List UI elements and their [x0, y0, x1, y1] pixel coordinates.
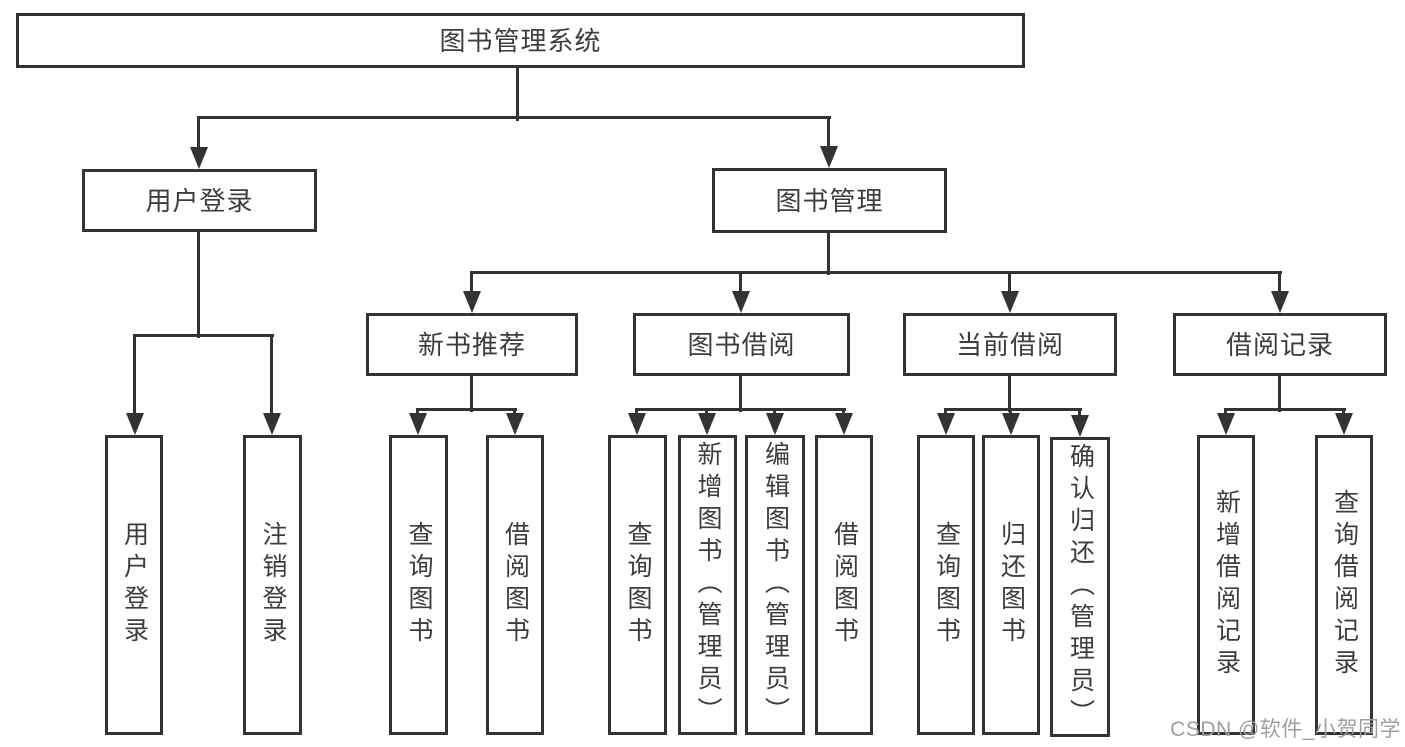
node-user-login: 用户登录: [82, 169, 317, 232]
node-borrow-records-label: 借阅记录: [1225, 329, 1334, 360]
arrow-down-icon: [766, 413, 784, 435]
arrow-down-icon: [628, 413, 646, 435]
node-current-borrow-label: 当前借阅: [955, 329, 1064, 360]
node-logout-leaf: 注销登录: [243, 435, 302, 735]
connector-line: [197, 116, 831, 119]
connector-line: [197, 118, 200, 151]
node-book-borrow-label: 图书借阅: [687, 329, 796, 360]
node-cb-confirm-return-admin: 确认归还（管理员）: [1050, 437, 1110, 737]
node-cb-confirm-return-admin-label: 确认归还（管理员）: [1066, 443, 1095, 731]
connector-line: [470, 273, 473, 295]
connector-line: [416, 408, 517, 411]
arrow-down-icon: [835, 413, 853, 435]
csdn-watermark: CSDN @软件_小贺同学: [1170, 718, 1401, 741]
node-user-login-label: 用户登录: [145, 185, 254, 216]
node-bb-borrow-books-label: 借阅图书: [830, 521, 859, 649]
node-book-borrow: 图书借阅: [633, 313, 850, 376]
node-book-management-label: 图书管理: [775, 185, 884, 216]
connector-line: [1224, 408, 1346, 411]
connector-line: [270, 336, 273, 417]
node-user-login-leaf-label: 用户登录: [120, 521, 149, 649]
connector-line: [1078, 410, 1081, 419]
node-bb-add-books-admin: 新增图书（管理员）: [678, 435, 737, 735]
arrow-down-icon: [1002, 413, 1020, 435]
node-bb-add-books-admin-label: 新增图书（管理员）: [694, 441, 722, 729]
connector-line: [635, 408, 846, 411]
node-cb-query-books-label: 查询图书: [932, 521, 961, 649]
connector-line: [1278, 273, 1281, 295]
node-new-book-recommend-label: 新书推荐: [417, 329, 526, 360]
arrow-down-icon: [463, 291, 481, 313]
arrow-down-icon: [1335, 413, 1353, 435]
connector-line: [827, 118, 830, 151]
connector-line: [133, 336, 136, 417]
node-cb-return-books-label: 归还图书: [997, 521, 1026, 649]
arrow-down-icon: [409, 413, 427, 435]
node-root: 图书管理系统: [16, 13, 1025, 68]
node-br-query-record: 查询借阅记录: [1315, 435, 1373, 735]
node-logout-leaf-label: 注销登录: [259, 521, 287, 649]
connector-line: [739, 273, 742, 295]
node-book-management: 图书管理: [712, 168, 947, 233]
node-nb-borrow-books: 借阅图书: [486, 435, 544, 735]
node-br-add-record-label: 新增借阅记录: [1212, 489, 1241, 681]
node-user-login-leaf: 用户登录: [105, 435, 163, 735]
arrow-down-icon: [126, 413, 144, 435]
arrow-down-icon: [698, 413, 716, 435]
arrow-down-icon: [937, 413, 955, 435]
node-borrow-records: 借阅记录: [1173, 313, 1387, 376]
connector-line: [944, 408, 1082, 411]
connector-line: [470, 375, 473, 412]
arrow-down-icon: [190, 147, 208, 169]
node-bb-edit-books-admin-label: 编辑图书（管理员）: [761, 441, 790, 729]
node-bb-query-books: 查询图书: [608, 435, 667, 735]
node-cb-return-books: 归还图书: [982, 435, 1040, 735]
arrow-down-icon: [506, 413, 524, 435]
connector-line: [133, 334, 274, 337]
arrow-down-icon: [732, 291, 750, 313]
connector-line: [516, 68, 519, 121]
node-br-query-record-label: 查询借阅记录: [1330, 489, 1359, 681]
arrow-down-icon: [1217, 413, 1235, 435]
node-new-book-recommend: 新书推荐: [366, 313, 578, 376]
connector-line: [739, 375, 742, 412]
connector-line: [470, 271, 1282, 274]
node-bb-edit-books-admin: 编辑图书（管理员）: [745, 435, 805, 735]
connector-line: [1008, 273, 1011, 295]
connector-line: [1278, 375, 1281, 412]
connector-line: [197, 231, 200, 338]
connector-line: [1008, 375, 1011, 412]
node-cb-query-books: 查询图书: [917, 435, 975, 735]
node-nb-query-books-label: 查询图书: [405, 521, 433, 649]
arrow-down-icon: [263, 413, 281, 435]
node-root-label: 图书管理系统: [439, 25, 602, 56]
arrow-down-icon: [1071, 415, 1089, 437]
node-bb-borrow-books: 借阅图书: [815, 435, 873, 735]
node-br-add-record: 新增借阅记录: [1197, 435, 1255, 735]
node-nb-query-books: 查询图书: [389, 435, 448, 735]
connector-line: [827, 232, 830, 275]
node-current-borrow: 当前借阅: [903, 313, 1117, 376]
arrow-down-icon: [1271, 291, 1289, 313]
arrow-down-icon: [1001, 291, 1019, 313]
node-nb-borrow-books-label: 借阅图书: [501, 521, 530, 649]
arrow-down-icon: [820, 146, 838, 168]
node-bb-query-books-label: 查询图书: [624, 521, 652, 649]
